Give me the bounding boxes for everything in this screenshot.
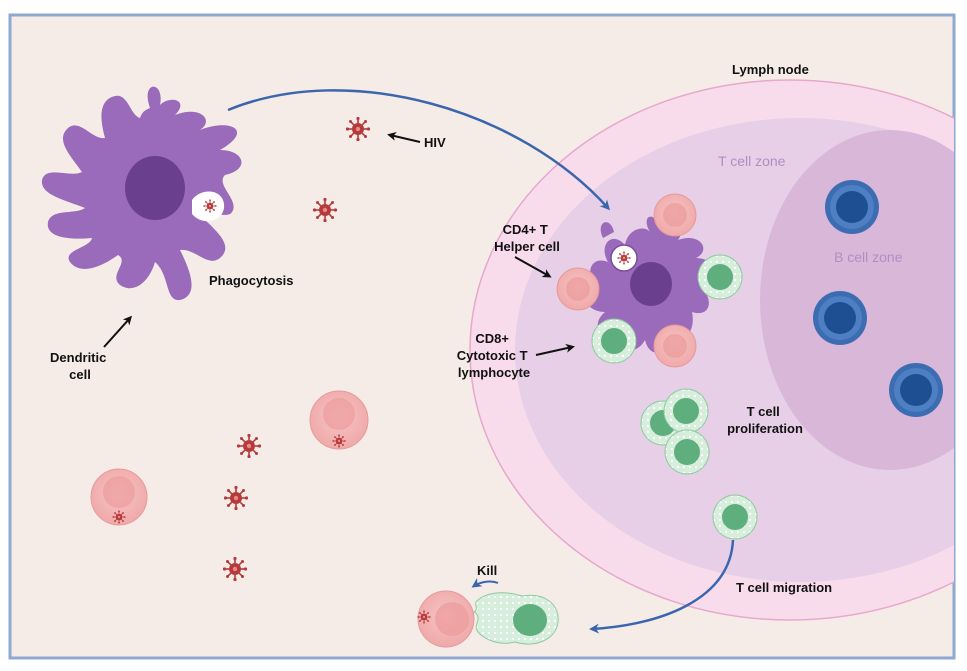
hiv-pointer-arrow [387, 131, 421, 143]
t-cell-proliferation-label: T cell proliferation [727, 404, 803, 436]
dendritic-cell-label: Dendritic cell [50, 350, 110, 382]
b-cell [825, 180, 879, 234]
hiv-virion [345, 116, 371, 142]
cytotoxic-t-cell-killing [473, 592, 559, 645]
hiv-virion [223, 485, 249, 511]
infected-cd4-cell [309, 390, 369, 450]
dendritic-pointer-arrow [103, 315, 133, 348]
dendritic-cell [41, 86, 242, 301]
hiv-virion [222, 556, 248, 582]
b-cell [889, 363, 943, 417]
kill-label: Kill [477, 563, 497, 578]
t-cell-migration-label: T cell migration [736, 580, 832, 595]
migrating-t-cell [712, 494, 758, 540]
phagocytosis-label: Phagocytosis [209, 273, 294, 288]
cd4-helper-cell [653, 193, 697, 237]
cd4-pointer-arrow [514, 256, 552, 278]
hiv-virion [312, 197, 338, 223]
cd4-helper-cell [653, 324, 697, 368]
proliferating-t-cell [664, 429, 710, 475]
hiv-label: HIV [424, 135, 446, 150]
proliferating-t-cell [663, 388, 709, 434]
cd8-pointer-arrow [535, 343, 575, 356]
cd8-t-cell [591, 318, 637, 364]
infected-cd4-cell [90, 468, 148, 526]
hiv-virion [236, 433, 262, 459]
antigen-presenting-dendritic-cell [586, 216, 715, 353]
lymph-node-label: Lymph node [732, 62, 809, 77]
infected-cell-being-killed [417, 590, 475, 648]
migration-to-lymph-node-arrow [227, 89, 611, 211]
cd8-t-cell [697, 254, 743, 300]
b-cell-zone-label: B cell zone [834, 249, 903, 265]
t-cell-zone-label: T cell zone [718, 153, 786, 169]
cd8-cytotoxic-label: CD8+ Cytotoxic T lymphocyte [457, 331, 531, 380]
cd4-helper-label: CD4+ T Helper cell [494, 222, 560, 254]
b-cell [813, 291, 867, 345]
kill-arrow [471, 577, 499, 588]
t-cell-migration-arrow [589, 539, 735, 634]
cd4-helper-cell [556, 267, 600, 311]
